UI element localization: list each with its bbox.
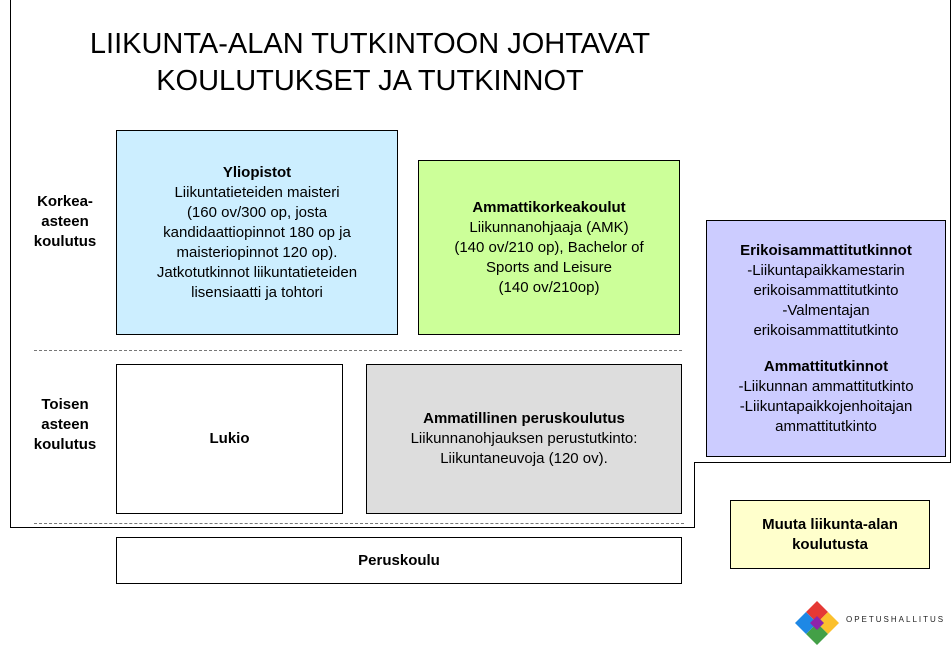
vocational-qualifications-line: -Liikunnan ammattitutkinto	[738, 377, 914, 395]
frame-step-vertical	[694, 462, 695, 528]
other-training-box: Muuta liikunta-alan koulutusta	[730, 500, 930, 569]
frame-step-horizontal	[694, 462, 951, 463]
university-line: Liikuntatieteiden maisteri	[174, 183, 340, 201]
other-training-line: Muuta liikunta-alan	[762, 515, 898, 533]
title-line-2: KOULUTUKSET JA TUTKINNOT	[156, 65, 584, 97]
vocational-basic-heading: Ammatillinen peruskoulutus	[423, 410, 625, 427]
level-label-higher-line: Korkea-	[37, 193, 93, 210]
logo-diamond-left	[795, 612, 817, 634]
frame-left-border	[10, 0, 11, 527]
special-heading: Erikoisammattitutkinnot	[740, 241, 912, 259]
level-label-secondary-line: Toisen	[41, 396, 89, 413]
university-box: Yliopistot Liikuntatieteiden maisteri (1…	[116, 130, 398, 335]
vocational-basic-line: Liikuntaneuvoja (120 ov).	[440, 450, 608, 467]
opetushallitus-logo-icon	[795, 601, 839, 645]
university-line: maisteriopinnot 120 op).	[176, 243, 338, 261]
logo-text: OPETUSHALLITUS	[846, 615, 946, 624]
amk-box: Ammattikorkeakoulut Liikunnanohjaaja (AM…	[418, 160, 680, 335]
amk-line: Sports and Leisure	[486, 258, 612, 276]
university-line: Jatkotutkinnot liikuntatieteiden	[156, 263, 358, 281]
amk-line: Liikunnanohjaaja (AMK)	[469, 218, 629, 236]
vocational-basic-line: Liikunnanohjauksen perustutkinto:	[410, 430, 638, 447]
vocational-qualifications-heading: Ammattitutkinnot	[763, 357, 889, 375]
level-divider	[34, 350, 682, 351]
amk-line: (140 ov/210 op), Bachelor of	[454, 238, 644, 256]
level-label-higher: Korkea- asteen koulutus	[20, 192, 110, 252]
university-heading: Yliopistot	[222, 163, 292, 181]
amk-heading: Ammattikorkeakoulut	[472, 198, 626, 216]
vocational-basic-box: Ammatillinen peruskoulutus Liikunnanohja…	[366, 364, 682, 514]
frame-bottom-border	[10, 527, 694, 528]
level-label-higher-line: koulutus	[33, 233, 97, 250]
level-label-secondary: Toisen asteen koulutus	[20, 395, 110, 455]
special-line: erikoisammattitutkinto	[753, 281, 899, 299]
vocational-qualifications-line: -Liikuntapaikkojenhoitajan	[739, 397, 913, 415]
page-title: LIIKUNTA-ALAN TUTKINTOON JOHTAVAT KOULUT…	[40, 26, 700, 100]
university-line: (160 ov/300 op, josta	[186, 203, 328, 221]
level-label-higher-line: asteen	[41, 213, 89, 230]
special-qualifications-box: Erikoisammattitutkinnot -Liikuntapaikkam…	[706, 220, 946, 457]
vocational-qualifications-line: ammattitutkinto	[775, 417, 877, 435]
university-line: lisensiaatti ja tohtori	[191, 283, 323, 301]
basic-divider	[34, 523, 684, 524]
lukio-box: Lukio	[116, 364, 343, 514]
special-line: -Valmentajan	[782, 301, 870, 319]
title-line-1: LIIKUNTA-ALAN TUTKINTOON JOHTAVAT	[89, 28, 651, 60]
other-training-line: koulutusta	[792, 535, 868, 553]
lukio-heading: Lukio	[209, 430, 250, 447]
logo-diamond-center	[810, 616, 824, 630]
special-line: erikoisammattitutkinto	[753, 321, 899, 339]
spacer	[707, 341, 945, 357]
level-label-secondary-line: asteen	[41, 416, 89, 433]
university-line: kandidaattiopinnot 180 op ja	[163, 223, 351, 241]
basic-education-box: Peruskoulu	[116, 537, 682, 584]
special-line: -Liikuntapaikkamestarin	[747, 261, 905, 279]
amk-line: (140 ov/210op)	[498, 278, 600, 296]
basic-education-heading: Peruskoulu	[358, 551, 440, 569]
level-label-secondary-line: koulutus	[33, 436, 97, 453]
